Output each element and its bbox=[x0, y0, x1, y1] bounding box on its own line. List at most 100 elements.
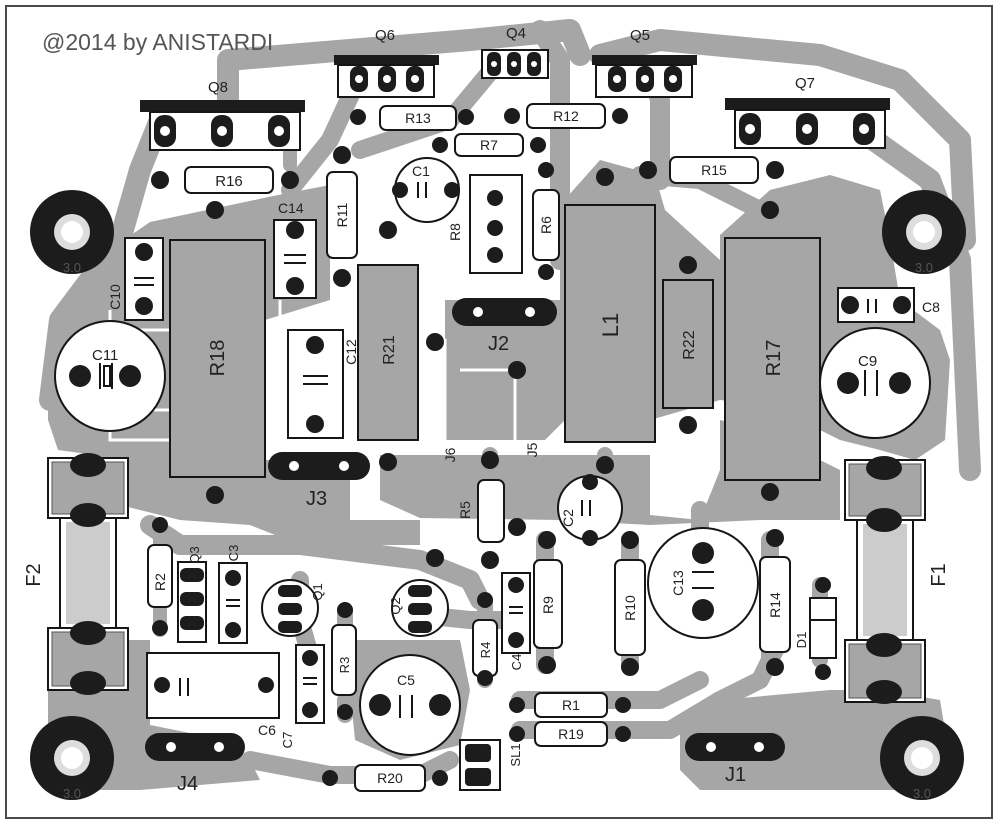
label-c4: C4 bbox=[509, 654, 524, 671]
label-c7: C7 bbox=[280, 732, 295, 749]
mounting-hole-tr: 3.0 bbox=[882, 190, 966, 275]
mounting-hole-tl-label: 3.0 bbox=[63, 260, 81, 275]
resistor-body-r15 bbox=[669, 156, 759, 184]
resistor-body-r20 bbox=[354, 764, 426, 792]
label-j5: J5 bbox=[524, 442, 540, 457]
resistor-body-r3 bbox=[331, 624, 357, 696]
label-c8: C8 bbox=[922, 299, 940, 315]
label-r9: R9 bbox=[540, 596, 556, 614]
label-q7: Q7 bbox=[795, 75, 815, 92]
resistor-body-r11 bbox=[326, 171, 358, 259]
label-c6: C6 bbox=[258, 722, 276, 738]
box-capacitors bbox=[124, 174, 915, 791]
resistor-body-r18 bbox=[169, 239, 266, 478]
mounting-hole-tl: 3.0 bbox=[30, 190, 114, 275]
fuse-f2 bbox=[47, 453, 129, 695]
large-components bbox=[169, 204, 821, 481]
label-j4: J4 bbox=[177, 773, 198, 795]
label-r19: R19 bbox=[558, 726, 584, 742]
label-r13: R13 bbox=[405, 110, 431, 126]
label-r2: R2 bbox=[152, 573, 168, 591]
label-sl1: SL1 bbox=[508, 743, 523, 766]
label-c9: C9 bbox=[858, 353, 877, 370]
diode-d1-outline bbox=[809, 597, 837, 659]
label-q8: Q8 bbox=[208, 79, 228, 96]
inductor-body-l1 bbox=[564, 204, 656, 443]
mounting-hole-bl: 3.0 bbox=[30, 716, 114, 801]
transistor-q5 bbox=[592, 55, 697, 98]
label-r11: R11 bbox=[334, 202, 350, 227]
label-r20: R20 bbox=[377, 770, 403, 786]
label-j2: J2 bbox=[488, 333, 509, 355]
mounting-hole-bl-label: 3.0 bbox=[63, 786, 81, 801]
label-c12: C12 bbox=[343, 339, 359, 365]
label-r21: R21 bbox=[381, 335, 398, 364]
resistor-body-r2 bbox=[147, 544, 173, 608]
resistor-body-r17 bbox=[724, 237, 821, 481]
transistor-q6 bbox=[334, 55, 439, 98]
resistor-body-r7 bbox=[454, 133, 524, 157]
copyright-text: @2014 by ANISTARDI bbox=[42, 29, 273, 55]
resistor-body-r9 bbox=[533, 559, 563, 649]
transistor-q7 bbox=[725, 98, 890, 149]
label-j1: J1 bbox=[725, 764, 746, 786]
label-q5: Q5 bbox=[630, 27, 650, 44]
label-r12: R12 bbox=[553, 108, 579, 124]
resistor-body-r19 bbox=[534, 721, 608, 747]
label-q3: Q3 bbox=[187, 546, 202, 563]
capacitor-c13-outline bbox=[647, 527, 759, 639]
small-resistors bbox=[147, 103, 791, 792]
label-q6: Q6 bbox=[375, 27, 395, 44]
transistor-q4 bbox=[481, 49, 549, 79]
label-c14: C14 bbox=[278, 200, 304, 216]
label-r16: R16 bbox=[215, 173, 243, 190]
resistor-body-r12 bbox=[526, 103, 606, 129]
label-r15: R15 bbox=[701, 162, 727, 178]
label-f1: F1 bbox=[928, 563, 950, 586]
label-r7: R7 bbox=[480, 137, 498, 153]
mounting-hole-br-label: 3.0 bbox=[913, 786, 931, 801]
capacitor-c9-outline bbox=[819, 327, 931, 439]
label-r3: R3 bbox=[337, 657, 352, 674]
label-c13: C13 bbox=[670, 570, 686, 596]
label-f2: F2 bbox=[23, 563, 45, 586]
component-labels: Q8 Q6 Q4 Q5 Q7 R16 R13 R12 R7 R15 C1 C14… bbox=[23, 25, 950, 795]
resistor-body-r22 bbox=[662, 279, 714, 409]
label-r18: R18 bbox=[207, 340, 229, 377]
electrolytic-capacitors bbox=[54, 157, 931, 756]
label-j3: J3 bbox=[306, 488, 327, 510]
resistor-body-r1 bbox=[534, 692, 608, 718]
label-c11: C11 bbox=[92, 347, 118, 364]
label-q1: Q1 bbox=[310, 583, 325, 600]
mounting-hole-br: 3.0 bbox=[880, 716, 964, 801]
power-transistors bbox=[140, 49, 890, 151]
label-l1: L1 bbox=[598, 313, 623, 337]
label-r14: R14 bbox=[767, 592, 783, 618]
label-c1: C1 bbox=[412, 163, 430, 179]
fuse-f1 bbox=[844, 456, 926, 704]
resistor-body-r21 bbox=[357, 264, 419, 441]
label-r5: R5 bbox=[457, 501, 473, 519]
label-r10: R10 bbox=[622, 595, 638, 621]
label-q2: Q2 bbox=[388, 597, 403, 614]
label-c3: C3 bbox=[226, 545, 241, 562]
label-r8: R8 bbox=[447, 223, 463, 241]
label-q4: Q4 bbox=[506, 25, 526, 42]
label-c5: C5 bbox=[397, 672, 415, 688]
label-c10: C10 bbox=[107, 284, 123, 310]
capacitor-symbols bbox=[99, 182, 878, 718]
transistor-q8 bbox=[140, 100, 305, 151]
pad-holes bbox=[166, 307, 764, 752]
resistor-body-r10 bbox=[614, 559, 646, 656]
label-r22: R22 bbox=[681, 330, 698, 359]
resistor-body-r14 bbox=[759, 556, 791, 653]
label-r17: R17 bbox=[763, 340, 785, 377]
resistor-body-r16 bbox=[184, 166, 274, 194]
capacitor-c5-outline bbox=[359, 654, 461, 756]
mounting-hole-tr-label: 3.0 bbox=[915, 260, 933, 275]
resistor-body-r6 bbox=[532, 189, 560, 261]
fuse-holders bbox=[47, 453, 926, 704]
pads bbox=[69, 108, 911, 786]
resistor-body-r13 bbox=[379, 105, 457, 131]
